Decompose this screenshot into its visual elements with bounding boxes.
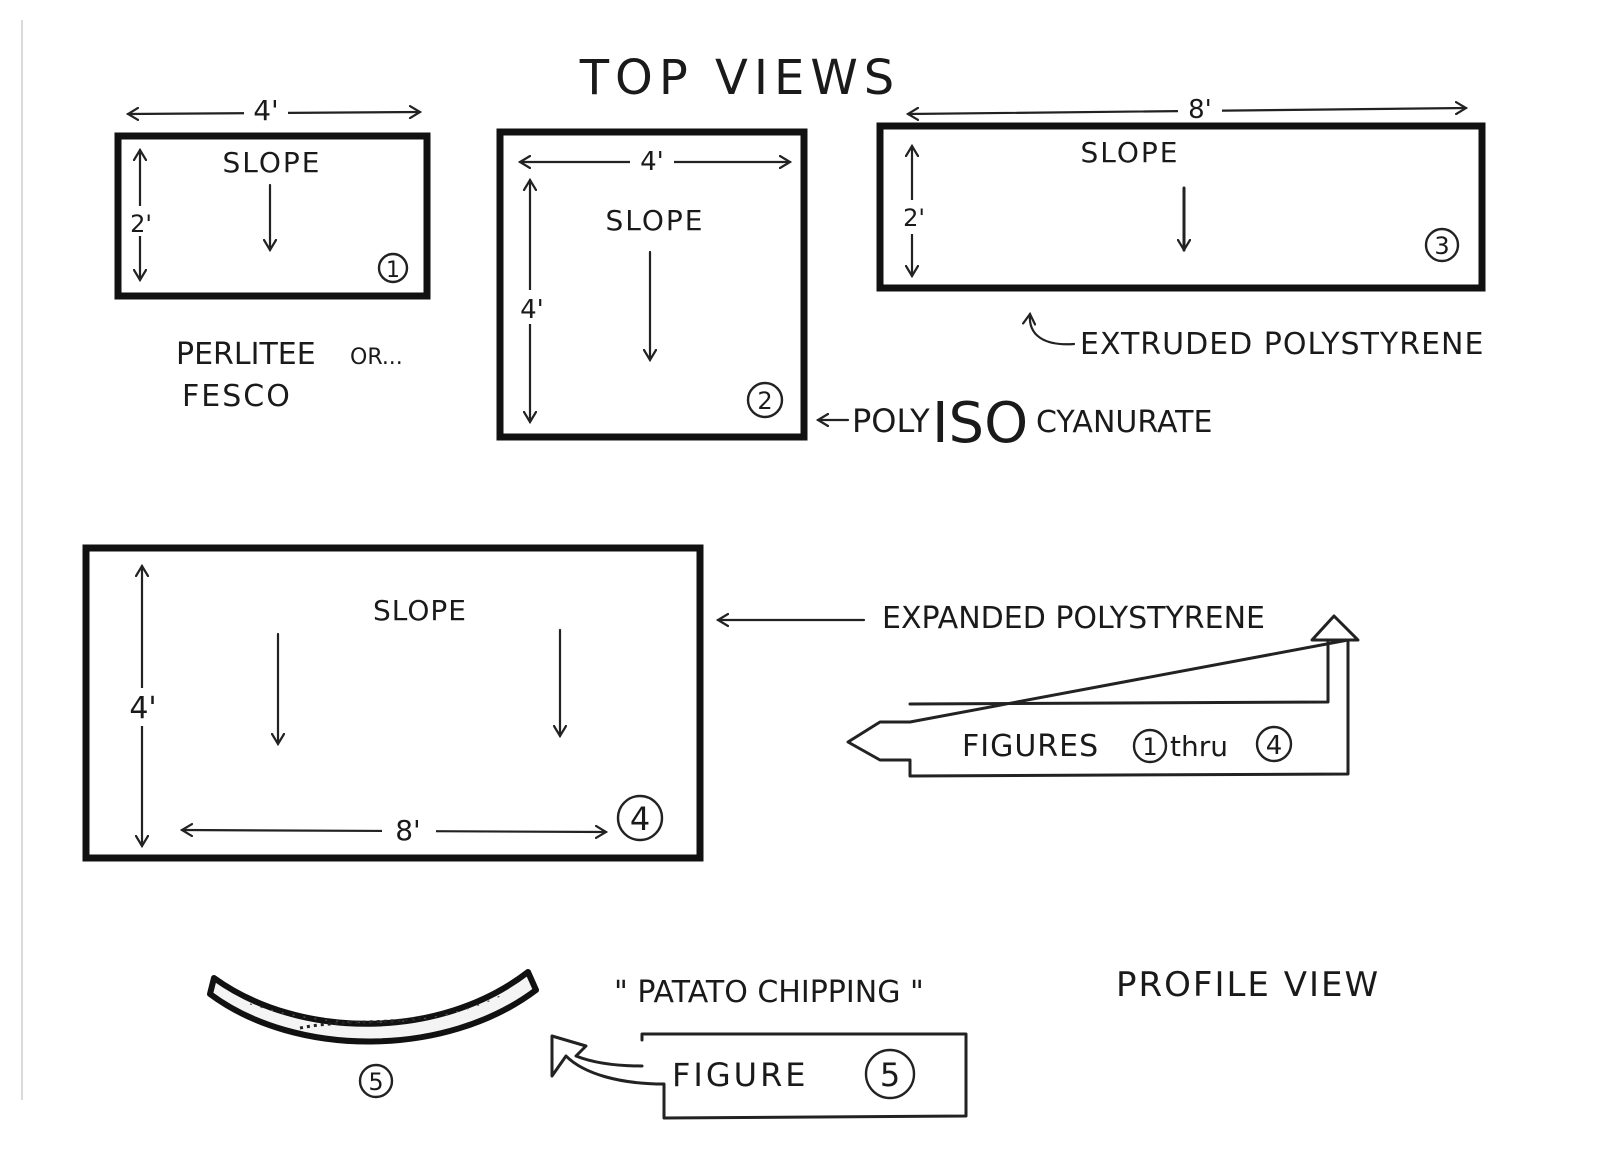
- fig3-board: [876, 122, 1486, 292]
- fig5-quote: " PATATO CHIPPING ": [614, 975, 924, 1010]
- fig3-material-pointer: [1030, 314, 1076, 346]
- callout-figures-num-a-circle: [1132, 728, 1168, 764]
- fig3-slope-label: SLOPE: [1081, 136, 1180, 169]
- fig5-number: 5: [368, 1068, 383, 1096]
- fig4-height-label: 4': [129, 691, 156, 726]
- fig4-board: [82, 544, 704, 862]
- fig3-number-circle: [1424, 227, 1460, 263]
- callout-figure-5-num-circle: [864, 1048, 916, 1100]
- fig1-board: [114, 132, 431, 300]
- fig2-board: [496, 128, 808, 441]
- fig2-number: 2: [757, 387, 772, 415]
- callout-figures-1-4-num-a: 1: [1142, 733, 1157, 761]
- fig3-height-label: 2': [903, 204, 925, 232]
- fig2-material-post: CYANURATE: [1036, 405, 1212, 440]
- fig3-number: 3: [1434, 232, 1449, 260]
- fig2-slope-label: SLOPE: [606, 204, 705, 237]
- fig5-curved-board: [207, 969, 539, 1045]
- callout-figure-5-num: 5: [880, 1056, 900, 1094]
- title: TOP VIEWS: [579, 50, 901, 106]
- callout-figures-1-4-num-b: 4: [1266, 731, 1283, 761]
- fig2-material-pre: POLY: [852, 402, 930, 440]
- fig5-view-label: PROFILE VIEW: [1116, 965, 1380, 1005]
- callout-figures-1-4-outline: [846, 614, 1360, 778]
- fig1-material-line1: PERLITEE: [176, 337, 316, 372]
- figure-3: 8' 2' SLOPE 3 EXTRUDED POLYSTYRENE: [876, 92, 1486, 362]
- fig5-number-circle: [358, 1063, 394, 1099]
- figure-2: 4' 4' SLOPE 2 POLY ISO CYANURATE: [496, 128, 1212, 456]
- fig4-width-label: 8': [395, 814, 421, 847]
- fig2-material-big: ISO: [932, 391, 1028, 456]
- callout-figures-1-4-middle: thru: [1170, 730, 1228, 763]
- fig1-material-line2: FESCO: [182, 379, 292, 414]
- fig2-height-label: 4': [520, 295, 544, 325]
- callout-figure-5-prefix: FIGURE: [672, 1056, 809, 1094]
- fig4-slope-label: SLOPE: [373, 594, 467, 627]
- callout-figure-5-outline: [550, 1032, 968, 1120]
- fig5-crack: [299, 1016, 421, 1030]
- fig4-number-circle: [616, 794, 664, 842]
- fig1-number-circle: [377, 252, 409, 284]
- fig2-width-label: 4': [640, 147, 664, 177]
- fig1-material-or: OR...: [350, 345, 403, 370]
- fig3-width-label: 8': [1188, 95, 1212, 125]
- fig3-material: EXTRUDED POLYSTYRENE: [1080, 327, 1484, 362]
- callout-figures-num-b-circle: [1255, 725, 1293, 763]
- figure-5: 5 " PATATO CHIPPING " PROFILE VIEW: [207, 965, 1380, 1099]
- fig1-height-label: 2': [130, 210, 152, 238]
- callout-figures-1-4: FIGURES 1 thru 4: [846, 614, 1360, 778]
- fig1-width-label: 4': [253, 94, 279, 127]
- callout-figure-5: FIGURE 5: [550, 1032, 968, 1120]
- figure-4: 4' SLOPE 8' 4 EXPANDED POLYSTYRENE: [82, 544, 1265, 862]
- fig1-slope-label: SLOPE: [223, 146, 322, 179]
- figure-1: 4' 2' SLOPE 1 PERLITEE OR... FESCO: [114, 94, 431, 414]
- fig4-material: EXPANDED POLYSTYRENE: [882, 601, 1265, 636]
- fig1-number: 1: [386, 258, 400, 283]
- fig4-number: 4: [630, 800, 650, 838]
- fig2-number-circle: [746, 381, 784, 419]
- callout-figures-1-4-prefix: FIGURES: [962, 729, 1099, 764]
